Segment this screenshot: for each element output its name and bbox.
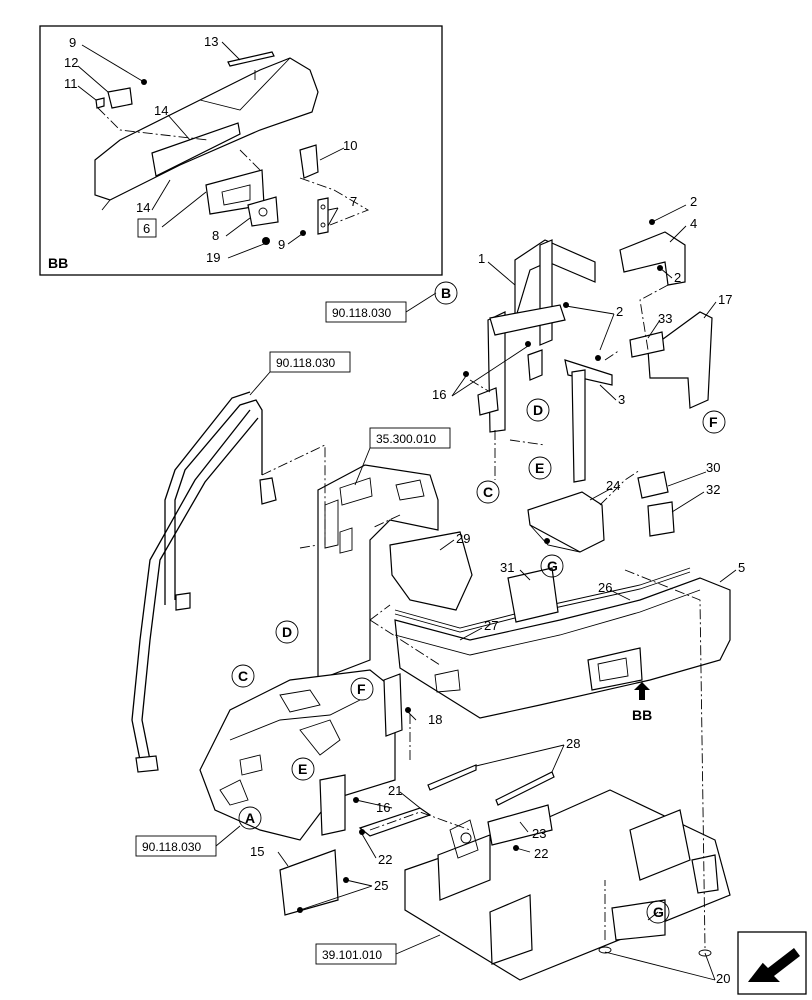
marker-g [646, 900, 670, 924]
marker-d [275, 620, 299, 644]
pads-29-31 [389, 531, 559, 623]
svg-text:C: C [238, 668, 248, 684]
ref-boxes: 90.118.030 90.118.030 35.300.010 90.118.… [135, 292, 451, 965]
callout-label: 30 [706, 460, 720, 475]
ref-box [369, 427, 451, 449]
svg-text:E: E [298, 761, 307, 777]
marker-c [476, 480, 500, 504]
svg-text:A: A [245, 810, 255, 826]
inset-counterweight [94, 51, 329, 245]
ref-label: 39.101.010 [322, 948, 382, 962]
ref-box [269, 351, 351, 373]
main-leaders [277, 204, 737, 981]
callout-label: 9 [278, 237, 285, 252]
bracket-17 [629, 311, 713, 409]
pads [637, 471, 675, 537]
marker-d [526, 398, 550, 422]
callout-label: 5 [738, 560, 745, 575]
assembly-lines [261, 284, 706, 949]
callout-label: 16 [376, 800, 390, 815]
callout-label: 24 [606, 478, 620, 493]
marker-c [231, 664, 255, 688]
callout-label: 20 [716, 971, 730, 986]
callout-label: 25 [374, 878, 388, 893]
svg-text:B: B [441, 285, 451, 301]
marker-g [540, 554, 564, 578]
callout-label: 11 [64, 76, 78, 91]
callout-label: 23 [532, 826, 546, 841]
marker-a [238, 806, 262, 830]
markers: B A C C D D E E F F G G [231, 281, 726, 924]
ref-label: 90.118.030 [332, 306, 391, 320]
callout-label: 21 [388, 783, 402, 798]
callout-label: 16 [432, 387, 446, 402]
callout-label: 2 [690, 194, 697, 209]
cover-24 [527, 491, 605, 553]
inset-frame [39, 25, 443, 276]
counterweight [394, 577, 731, 719]
marker-f [702, 410, 726, 434]
callout-label: 4 [690, 216, 697, 231]
handrail [131, 391, 277, 773]
view-bb-arrow: BB [632, 682, 652, 723]
callout-label: 8 [212, 228, 219, 243]
inset-title: BB [48, 255, 68, 271]
callout-label: 14 [136, 200, 150, 215]
svg-text:F: F [357, 681, 366, 697]
callout-label: 3 [618, 392, 625, 407]
inset-callout-labels: 9 12 11 13 14 14 10 7 6 8 9 19 [64, 34, 357, 265]
callout-label: 18 [428, 712, 442, 727]
callout-label: 14 [154, 103, 168, 118]
arrow-nav-icon[interactable] [737, 931, 807, 995]
callout-label: 10 [343, 138, 357, 153]
view-label: BB [632, 707, 652, 723]
lower-frame [404, 789, 731, 981]
callout-box [137, 218, 157, 238]
callout-label: 2 [674, 270, 681, 285]
callout-label: 29 [456, 531, 470, 546]
svg-text:C: C [483, 484, 493, 500]
callout-label: 31 [500, 560, 514, 575]
callout-label: 22 [534, 846, 548, 861]
ref-label: 90.118.030 [142, 840, 201, 854]
callout-label: 13 [204, 34, 218, 49]
callout-label: 12 [64, 55, 78, 70]
marker-e [291, 757, 315, 781]
svg-text:D: D [282, 624, 292, 640]
callout-label: 19 [206, 250, 220, 265]
ref-label: 35.300.010 [376, 432, 436, 446]
svg-text:G: G [547, 558, 558, 574]
callout-labels: 1 2 2 2 3 4 5 15 16 16 17 18 20 21 22 22… [250, 194, 745, 986]
callout-label: 7 [350, 194, 357, 209]
marker-e [528, 456, 552, 480]
callout-label: 27 [484, 618, 498, 633]
callout-label: 32 [706, 482, 720, 497]
svg-text:E: E [535, 460, 544, 476]
callout-label: 26 [598, 580, 612, 595]
callout-label: 22 [378, 852, 392, 867]
svg-text:F: F [709, 414, 718, 430]
cab-support [463, 219, 686, 483]
callout-label: 28 [566, 736, 580, 751]
callout-label: 6 [143, 221, 150, 236]
marker-f [350, 677, 374, 701]
marker-b [434, 281, 458, 305]
callout-label: 2 [616, 304, 623, 319]
svg-text:G: G [653, 904, 664, 920]
svg-text:D: D [533, 402, 543, 418]
callout-label: 15 [250, 844, 264, 859]
callout-label: 1 [478, 251, 485, 266]
ref-label: 90.118.030 [276, 356, 335, 370]
upper-frame [199, 669, 403, 841]
callout-label: 17 [718, 292, 732, 307]
callout-label: 33 [658, 311, 672, 326]
inset-leaders [77, 41, 370, 259]
callout-label: 9 [69, 35, 76, 50]
